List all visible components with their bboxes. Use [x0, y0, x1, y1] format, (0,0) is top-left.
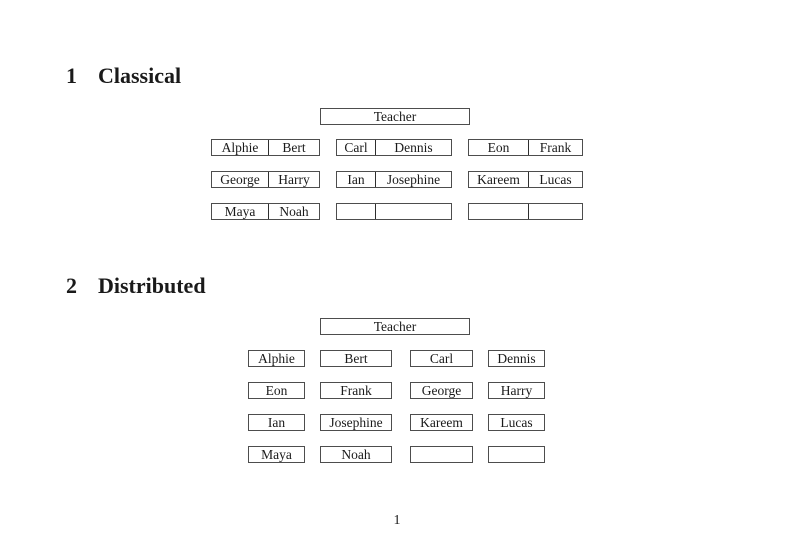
seat-label: Josephine	[386, 172, 441, 187]
section-title: Classical	[98, 63, 182, 88]
seat-label: Carl	[337, 140, 376, 155]
desk: Eon Frank	[468, 139, 583, 156]
seat-box: Josephine	[320, 414, 392, 431]
seat-label: Harry	[278, 172, 310, 187]
desk-empty	[336, 203, 452, 220]
desk: Carl Dennis	[336, 139, 452, 156]
seat-label-empty	[469, 204, 529, 219]
seat-label: Frank	[539, 140, 572, 155]
seat-label: Noah	[279, 204, 309, 219]
desk: Alphie Bert	[211, 139, 320, 156]
seat-box: Kareem	[410, 414, 473, 431]
seat-box: Eon	[248, 382, 305, 399]
desk: Kareem Lucas	[468, 171, 583, 188]
seat-box: Frank	[320, 382, 392, 399]
desk: George Harry	[211, 171, 320, 188]
seat-label-empty	[337, 204, 376, 219]
seat-box: Noah	[320, 446, 392, 463]
section-heading-classical: 1 Classical	[66, 63, 181, 89]
section-number: 1	[66, 63, 77, 88]
seat-box: George	[410, 382, 473, 399]
seat-box: Ian	[248, 414, 305, 431]
seat-box: Maya	[248, 446, 305, 463]
seat-label: Alphie	[212, 140, 269, 155]
teacher-box-distributed: Teacher	[320, 318, 470, 335]
seat-label-empty	[376, 204, 451, 219]
seat-box-empty	[488, 446, 545, 463]
seat-label: Bert	[282, 140, 306, 155]
desk: Ian Josephine	[336, 171, 452, 188]
seat-label-empty	[529, 204, 582, 219]
section-number: 2	[66, 273, 77, 298]
section-title: Distributed	[98, 273, 206, 298]
teacher-box-classical: Teacher	[320, 108, 470, 125]
seat-label: Maya	[212, 204, 269, 219]
section-heading-distributed: 2 Distributed	[66, 273, 206, 299]
seat-label: Dennis	[394, 140, 433, 155]
seat-box: Harry	[488, 382, 545, 399]
page-number: 1	[393, 513, 401, 528]
seat-label: Kareem	[469, 172, 529, 187]
seat-box-empty	[410, 446, 473, 463]
seat-box: Carl	[410, 350, 473, 367]
seat-label: Eon	[469, 140, 529, 155]
seat-label: Ian	[337, 172, 376, 187]
seat-box: Bert	[320, 350, 392, 367]
seat-box: Lucas	[488, 414, 545, 431]
desk: Maya Noah	[211, 203, 320, 220]
seat-label: Lucas	[539, 172, 572, 187]
seat-label: George	[212, 172, 269, 187]
seat-box: Dennis	[488, 350, 545, 367]
seat-box: Alphie	[248, 350, 305, 367]
desk-empty	[468, 203, 583, 220]
